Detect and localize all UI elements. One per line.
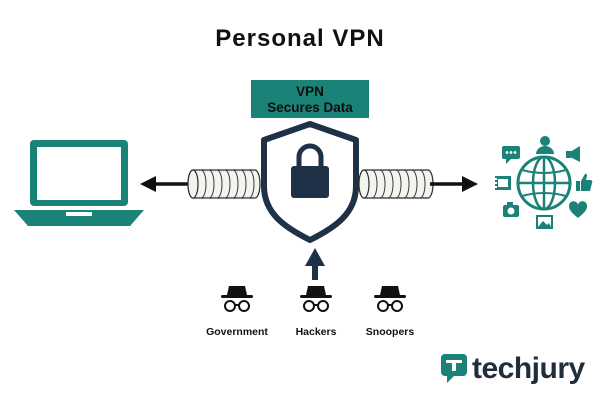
threat-label-hackers: Hackers bbox=[296, 326, 337, 338]
internet-globe-icon bbox=[516, 155, 572, 211]
user-icon bbox=[536, 136, 554, 154]
brand-name: techjury bbox=[472, 352, 586, 385]
vpn-badge: VPN Secures Data bbox=[251, 80, 369, 118]
camera-icon bbox=[503, 202, 519, 217]
right-arrow-icon bbox=[430, 176, 478, 192]
threat-label-snoopers: Snoopers bbox=[366, 326, 415, 338]
image-icon bbox=[536, 215, 553, 229]
hackers-spy-icon bbox=[300, 286, 332, 312]
chat-icon bbox=[502, 146, 520, 164]
diagram-title: Personal VPN bbox=[215, 25, 384, 52]
badge-line-2: Secures Data bbox=[267, 100, 353, 115]
threat-label-government: Government bbox=[206, 326, 268, 338]
heart-icon bbox=[568, 201, 588, 218]
megaphone-icon bbox=[566, 146, 580, 162]
video-icon bbox=[495, 176, 511, 190]
badge-line-1: VPN bbox=[296, 84, 324, 99]
left-tunnel-icon bbox=[187, 169, 261, 199]
up-arrow-icon bbox=[305, 248, 325, 280]
thumbs-up-icon bbox=[576, 173, 593, 191]
right-tunnel-icon bbox=[358, 169, 434, 199]
lock-icon bbox=[291, 143, 329, 198]
snoopers-spy-icon bbox=[374, 286, 406, 312]
government-spy-icon bbox=[221, 286, 253, 312]
techjury-logo-icon bbox=[441, 354, 467, 383]
left-arrow-icon bbox=[140, 176, 193, 192]
laptop-icon bbox=[14, 140, 144, 226]
